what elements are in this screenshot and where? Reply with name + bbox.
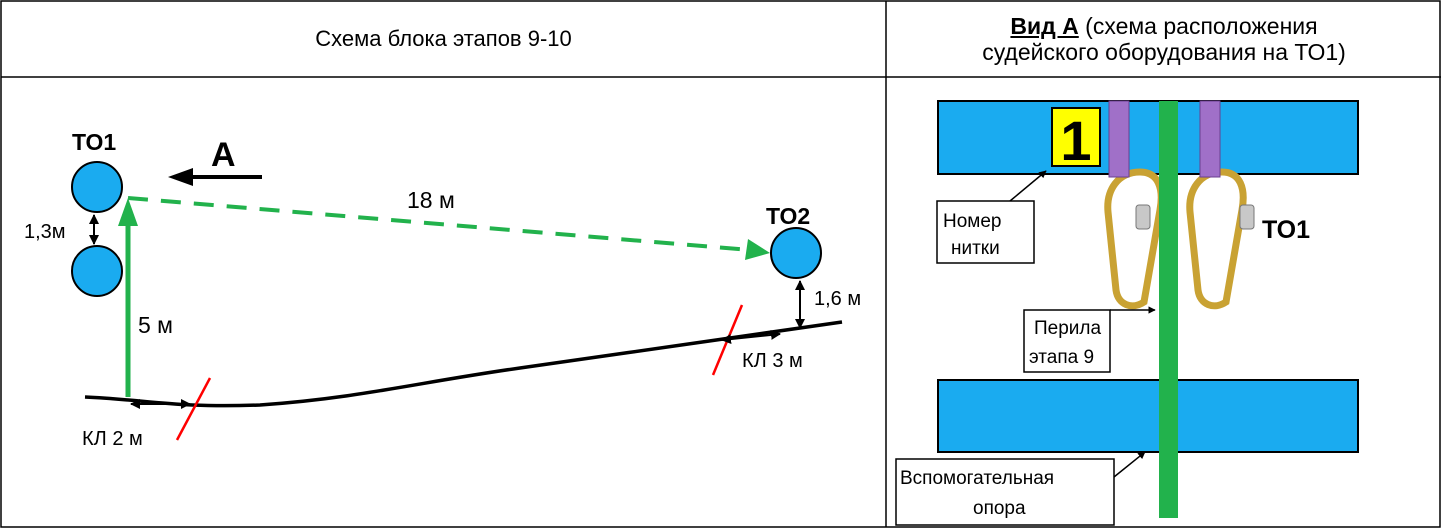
callout-rails-line2: этапа 9 — [1029, 347, 1094, 368]
auxiliary-support-bar — [937, 379, 1359, 453]
carabiner-left — [1104, 168, 1165, 310]
node-to2 — [770, 227, 822, 279]
horizontal-rail-arrowhead — [745, 239, 770, 260]
control-line-mark-1 — [175, 377, 212, 441]
right-panel-title: Вид А (схема расположения судейского обо… — [888, 2, 1440, 76]
callout-support-pointer — [1113, 451, 1146, 478]
callout-thread-line2: нитки — [951, 238, 1000, 259]
callout-thread-number-box — [936, 200, 1035, 264]
view-a-title-line2: судейского оборудования на ТО1) — [982, 39, 1346, 65]
vertical-rail-arrowhead — [118, 198, 138, 226]
label-dist-vertical: 5 м — [138, 312, 173, 338]
label-view-arrow: А — [211, 136, 236, 174]
carabiner-left-lock — [1135, 204, 1151, 230]
view-a-title-rest: (схема расположения — [1078, 12, 1318, 39]
callout-thread-pointer — [1009, 170, 1047, 202]
callout-rails-line1: Перила — [1034, 318, 1101, 339]
label-to1-view: ТО1 — [1262, 216, 1310, 244]
upper-support-bar — [937, 100, 1359, 175]
callout-support-box — [895, 458, 1115, 526]
label-gap-to1: 1,3м — [24, 221, 66, 243]
left-panel-title: Схема блока этапов 9-10 — [315, 26, 572, 52]
node-to1-upper — [71, 161, 123, 213]
label-to1: ТО1 — [72, 129, 116, 155]
label-to2: ТО2 — [766, 203, 810, 229]
carabiner-right — [1186, 168, 1247, 310]
node-to1-lower — [71, 245, 123, 297]
callout-support-line2: опора — [973, 498, 1026, 519]
callout-rails-box — [1023, 309, 1111, 373]
stage9-rail-rope — [1159, 101, 1178, 518]
label-dist-horizontal: 18 м — [407, 187, 455, 213]
sling-right — [1199, 100, 1221, 178]
label-control-line-2: КЛ 3 м — [742, 350, 803, 372]
label-control-line-1: КЛ 2 м — [82, 428, 143, 450]
thread-number: 1 — [1060, 109, 1091, 172]
control-line-2-dimension — [721, 329, 781, 345]
callout-support-line1: Вспомогательная — [900, 468, 1054, 489]
thread-number-plate — [1051, 107, 1101, 167]
sling-left — [1108, 100, 1130, 178]
label-gap-to2: 1,6 м — [814, 288, 861, 310]
callout-thread-line1: Номер — [943, 211, 1001, 232]
view-a-title: Вид А — [1010, 12, 1079, 39]
view-arrow-head — [168, 168, 193, 186]
carabiner-right-lock — [1239, 204, 1255, 230]
horizontal-rail-line — [127, 196, 751, 252]
